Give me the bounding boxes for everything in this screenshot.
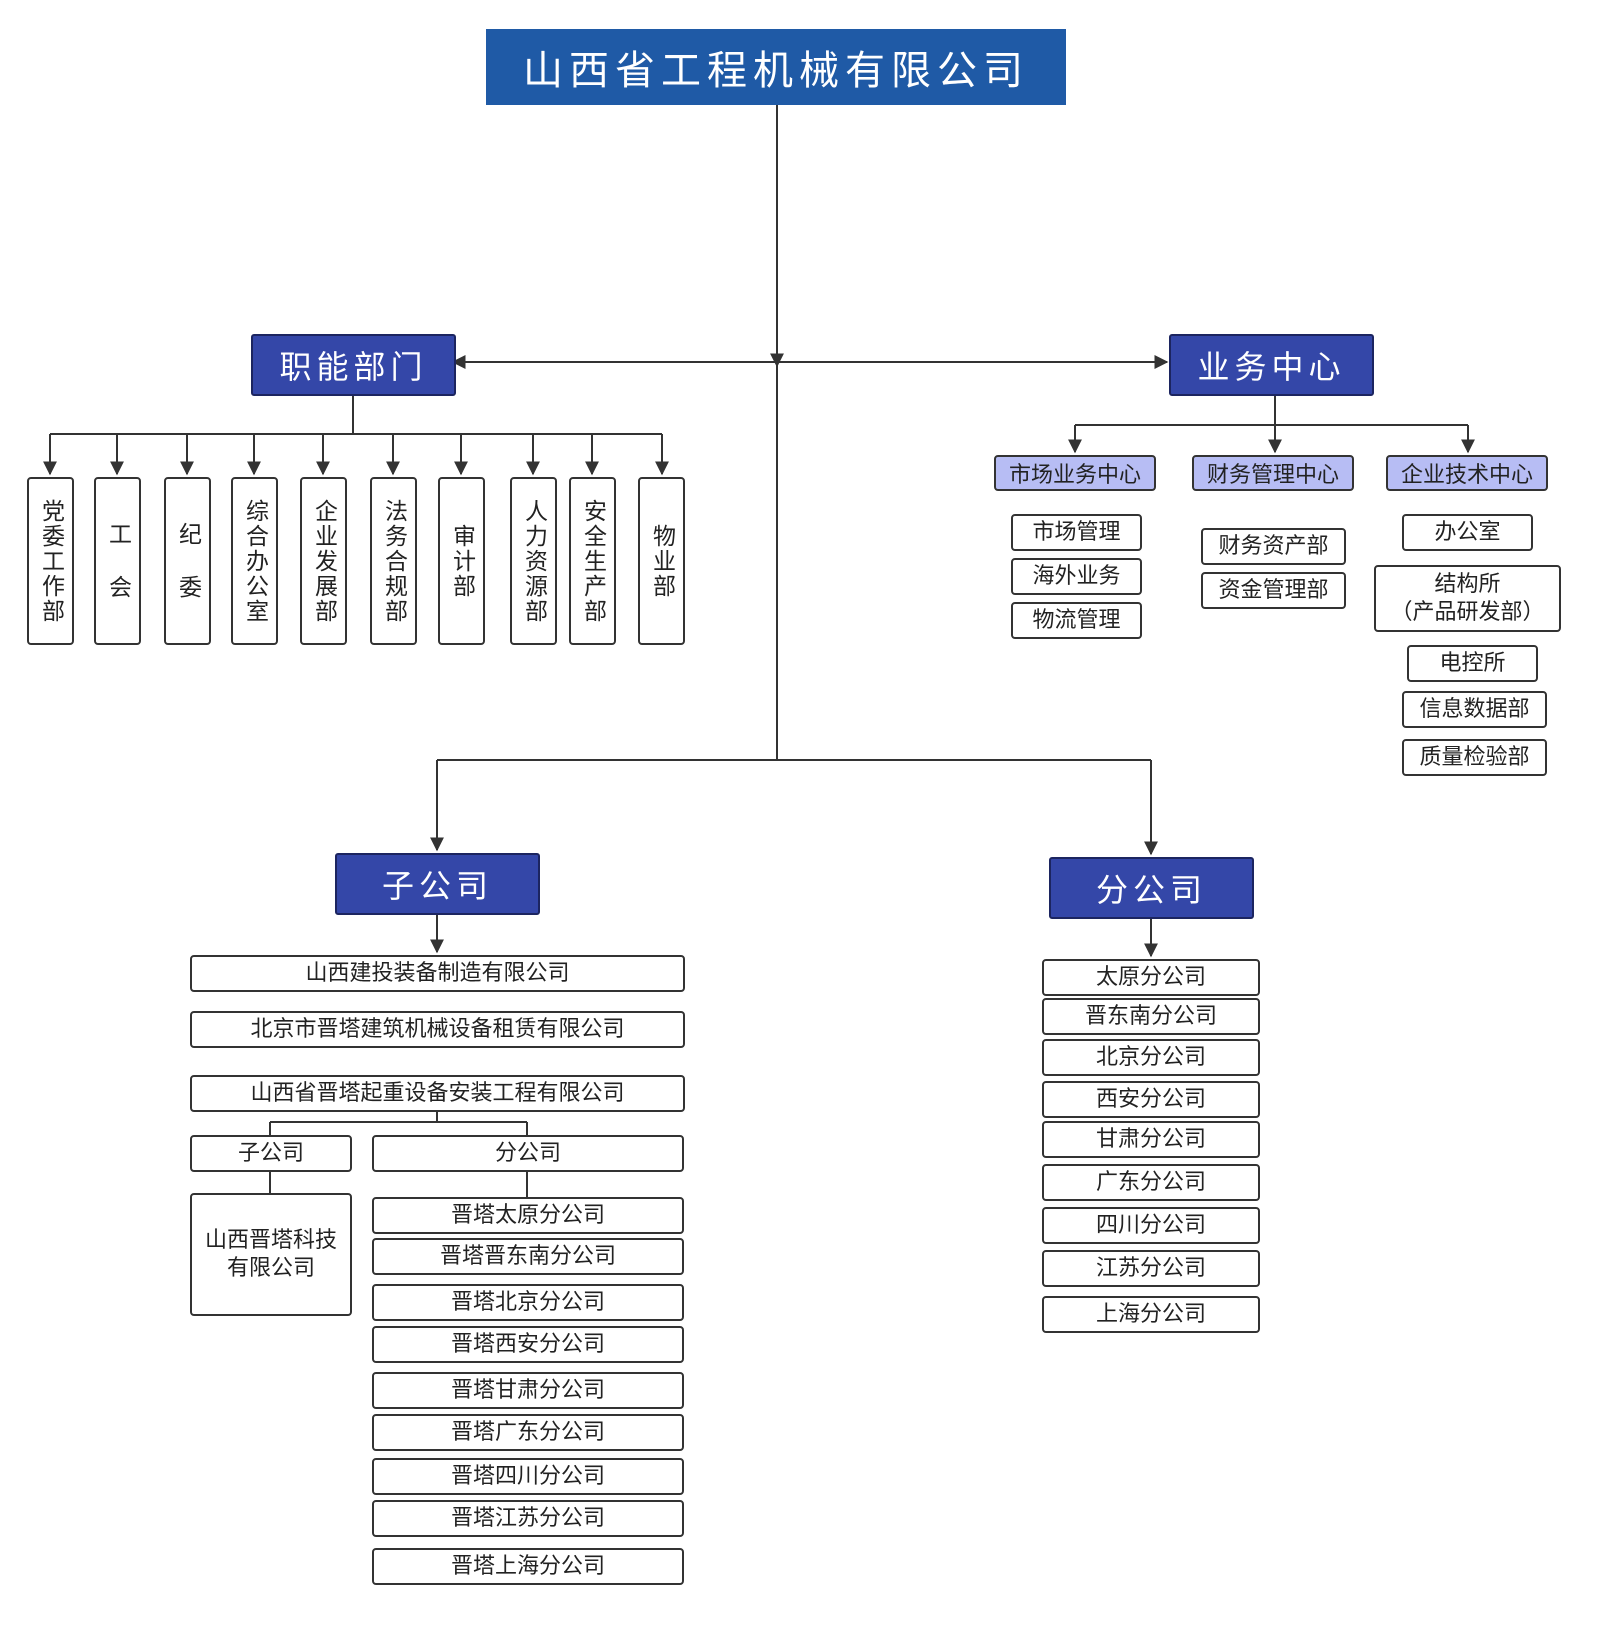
center-market: 市场业务中心 <box>994 455 1156 491</box>
dept-human-resources: 人力资源部 <box>510 477 557 645</box>
jinta-subsidiary-item: 山西晋塔科技 有限公司 <box>190 1193 352 1316</box>
jinta-branch-item: 晋塔北京分公司 <box>372 1284 684 1321</box>
branch-item: 四川分公司 <box>1042 1207 1260 1244</box>
market-item: 市场管理 <box>1011 514 1142 551</box>
jinta-branch-item: 晋塔太原分公司 <box>372 1197 684 1234</box>
jinta-branch-item: 晋塔晋东南分公司 <box>372 1238 684 1275</box>
jinta-branch-item: 晋塔广东分公司 <box>372 1414 684 1451</box>
company-title: 山西省工程机械有限公司 <box>486 29 1066 105</box>
dept-general-office: 综合办公室 <box>231 477 278 645</box>
branch-item: 上海分公司 <box>1042 1296 1260 1333</box>
center-finance: 财务管理中心 <box>1192 455 1354 491</box>
subsidiary-item: 北京市晋塔建筑机械设备租赁有限公司 <box>190 1011 685 1048</box>
jinta-subsidiary-label: 子公司 <box>190 1135 352 1172</box>
subsidiary-item: 山西建投装备制造有限公司 <box>190 955 685 992</box>
branch-item: 西安分公司 <box>1042 1081 1260 1118</box>
functional-departments-header: 职能部门 <box>251 334 456 396</box>
branches-header: 分公司 <box>1049 857 1254 919</box>
jinta-branch-item: 晋塔西安分公司 <box>372 1326 684 1363</box>
center-technology: 企业技术中心 <box>1386 455 1548 491</box>
dept-union: 工 会 <box>94 477 141 645</box>
tech-item: 电控所 <box>1407 645 1538 682</box>
tech-item: 质量检验部 <box>1402 739 1547 776</box>
dept-property: 物业部 <box>638 477 685 645</box>
business-centers-header: 业务中心 <box>1169 334 1374 396</box>
branch-item: 北京分公司 <box>1042 1039 1260 1076</box>
jinta-branch-item: 晋塔四川分公司 <box>372 1458 684 1495</box>
dept-safety-production: 安全生产部 <box>569 477 616 645</box>
branch-item: 甘肃分公司 <box>1042 1121 1260 1158</box>
jinta-branch-item: 晋塔上海分公司 <box>372 1548 684 1585</box>
finance-item: 资金管理部 <box>1201 572 1346 609</box>
finance-item: 财务资产部 <box>1201 528 1346 565</box>
dept-enterprise-development: 企业发展部 <box>300 477 347 645</box>
dept-audit: 审计部 <box>438 477 485 645</box>
dept-party-committee: 党委工作部 <box>27 477 74 645</box>
branch-item: 晋东南分公司 <box>1042 998 1260 1035</box>
jinta-branch-item: 晋塔江苏分公司 <box>372 1500 684 1537</box>
branch-item: 江苏分公司 <box>1042 1250 1260 1287</box>
branch-item: 太原分公司 <box>1042 959 1260 996</box>
subsidiary-item: 山西省晋塔起重设备安装工程有限公司 <box>190 1075 685 1112</box>
tech-item: 结构所 （产品研发部） <box>1374 565 1561 632</box>
dept-legal-compliance: 法务合规部 <box>370 477 417 645</box>
market-item: 海外业务 <box>1011 558 1142 595</box>
market-item: 物流管理 <box>1011 602 1142 639</box>
tech-item: 信息数据部 <box>1402 691 1547 728</box>
tech-item: 办公室 <box>1402 514 1533 551</box>
subsidiaries-header: 子公司 <box>335 853 540 915</box>
jinta-branch-item: 晋塔甘肃分公司 <box>372 1372 684 1409</box>
branch-item: 广东分公司 <box>1042 1164 1260 1201</box>
dept-discipline: 纪 委 <box>164 477 211 645</box>
jinta-branch-label: 分公司 <box>372 1135 684 1172</box>
